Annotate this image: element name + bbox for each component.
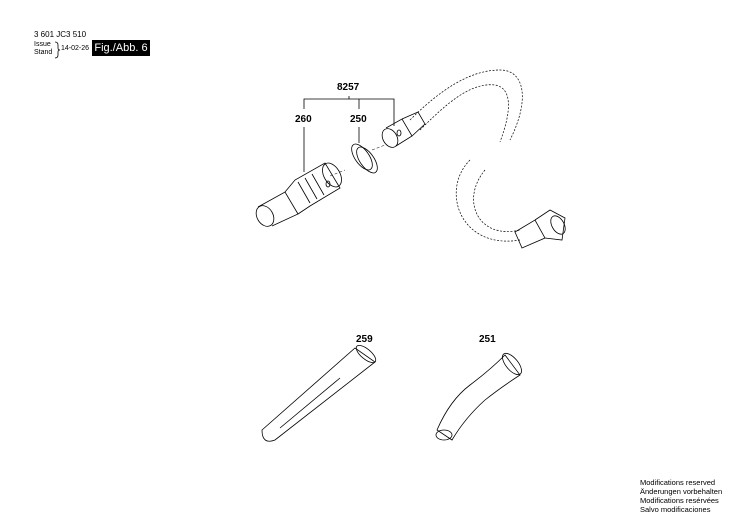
hose-cuff-bottom xyxy=(514,209,566,249)
modifications-notice: Modifications reserved Änderungen vorbeh… xyxy=(640,478,722,514)
document-number: 3 601 JC3 510 xyxy=(34,30,87,39)
brace-symbol xyxy=(54,41,61,59)
part-label-250: 250 xyxy=(350,114,367,125)
notice-line: Modifications resérvées xyxy=(640,496,719,505)
adapter-part xyxy=(255,162,342,227)
crevice-nozzle-part xyxy=(261,344,377,442)
issue-date: 14-02-26 xyxy=(61,45,90,52)
leader-lines xyxy=(303,96,395,172)
figure-label: Fig./Abb. 6 xyxy=(92,40,150,56)
part-label-8257: 8257 xyxy=(337,82,360,93)
part-label-260: 260 xyxy=(295,114,312,125)
hose xyxy=(409,69,523,242)
notice-line: Salvo modificaciones xyxy=(640,505,711,514)
notice-line: Modifications reserved xyxy=(640,478,716,487)
bent-tube-part xyxy=(435,352,522,441)
ring-part xyxy=(351,143,378,174)
issue-label: Issue xyxy=(34,41,51,48)
stand-label: Stand xyxy=(34,49,53,56)
hose-cuff-top xyxy=(381,111,426,148)
notice-line: Änderungen vorbehalten xyxy=(640,487,723,496)
part-label-251: 251 xyxy=(479,334,496,345)
part-label-259: 259 xyxy=(356,334,373,345)
